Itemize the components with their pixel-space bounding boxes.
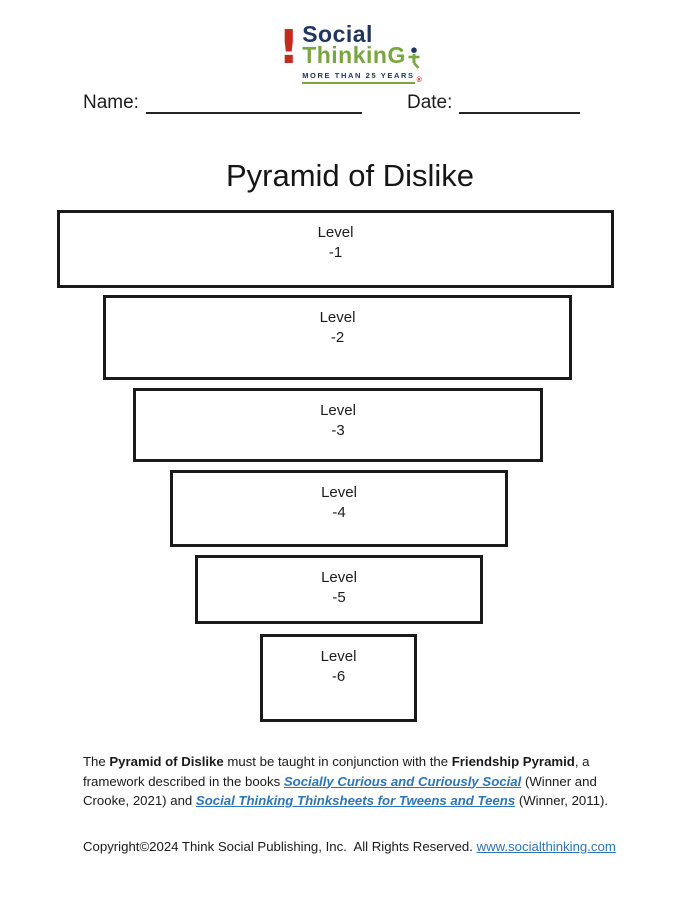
logo-inner: ! Social ThinkinG MORE THAN 25 YEARS ® xyxy=(278,20,422,84)
name-blank-line xyxy=(145,94,362,114)
link-thinksheets-book[interactable]: Social Thinking Thinksheets for Tweens a… xyxy=(195,793,516,808)
pyramid-level-6: Level -6 xyxy=(260,634,417,722)
pyramid-level-5: Level -5 xyxy=(195,555,483,624)
pyramid-level-2: Level -2 xyxy=(103,295,572,380)
footnote-text: (Winner, 2011). xyxy=(515,793,608,808)
footnote-bold-friendship-pyramid: Friendship Pyramid xyxy=(451,754,575,769)
name-label: Name: xyxy=(83,92,139,113)
level-label: Level xyxy=(321,569,357,586)
footnote-text: The xyxy=(83,754,110,769)
level-value: -1 xyxy=(328,244,343,261)
logo-word-social: Social xyxy=(302,21,373,47)
logo-word-thinking: ThinkinG xyxy=(302,42,422,69)
footnote-paragraph: The Pyramid of Dislike must be taught in… xyxy=(83,752,643,811)
link-socialthinking-website[interactable]: www.socialthinking.com xyxy=(476,839,616,854)
social-thinking-logo: ! Social ThinkinG MORE THAN 25 YEARS ® xyxy=(0,20,700,84)
person-icon xyxy=(408,47,420,69)
level-value: -2 xyxy=(330,329,345,346)
logo-exclamation-mark: ! xyxy=(278,20,300,74)
link-socially-curious-book[interactable]: Socially Curious and Curiously Social xyxy=(283,773,522,789)
copyright-line: Copyright©2024 Think Social Publishing, … xyxy=(83,839,643,854)
footnote-text: must be taught in conjunction with the xyxy=(223,754,452,769)
copyright-text: Copyright©2024 Think Social Publishing, … xyxy=(83,839,477,854)
level-value: -6 xyxy=(331,668,346,685)
level-value: -5 xyxy=(332,589,346,606)
level-value: -4 xyxy=(332,504,346,521)
level-label: Level xyxy=(319,309,356,326)
footnote-text: , a framework described in the books xyxy=(83,754,594,789)
level-label: Level xyxy=(321,484,357,501)
name-date-row: Name: Date: xyxy=(83,92,581,114)
footnote-text: (Winner and Crooke, 2021) and xyxy=(83,773,601,809)
level-label: Level xyxy=(317,224,354,241)
date-blank-line xyxy=(459,94,581,114)
page-title: Pyramid of Dislike xyxy=(225,158,475,193)
logo-tagline: MORE THAN 25 YEARS xyxy=(302,71,415,84)
footnote-bold-pyramid-of-dislike: Pyramid of Dislike xyxy=(109,754,224,769)
pyramid-level-1: Level -1 xyxy=(57,210,614,288)
level-label: Level xyxy=(320,402,356,419)
logo-tagline-row: MORE THAN 25 YEARS ® xyxy=(302,71,422,84)
pyramid-level-4: Level -4 xyxy=(170,470,508,547)
logo-text-column: Social ThinkinG MORE THAN 25 YEARS ® xyxy=(302,21,422,84)
registered-trademark-icon: ® xyxy=(416,77,422,84)
level-label: Level xyxy=(320,648,357,665)
pyramid-level-3: Level -3 xyxy=(133,388,543,462)
logo-thinking-text: ThinkinG xyxy=(302,42,406,68)
date-label: Date: xyxy=(406,92,453,113)
level-value: -3 xyxy=(331,422,345,439)
